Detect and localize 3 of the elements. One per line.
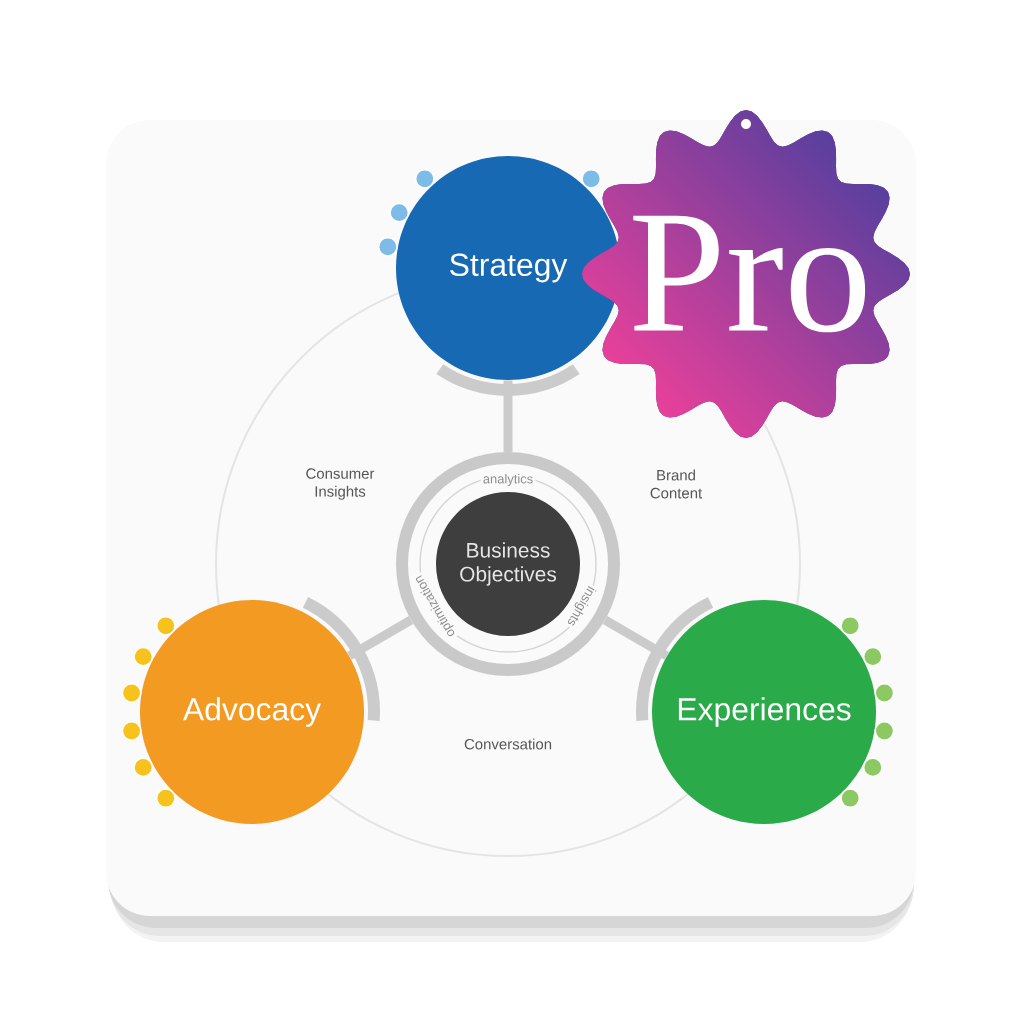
spoke-connector <box>602 616 669 660</box>
spoke-connector <box>347 616 414 660</box>
spoke-connector <box>503 380 513 452</box>
